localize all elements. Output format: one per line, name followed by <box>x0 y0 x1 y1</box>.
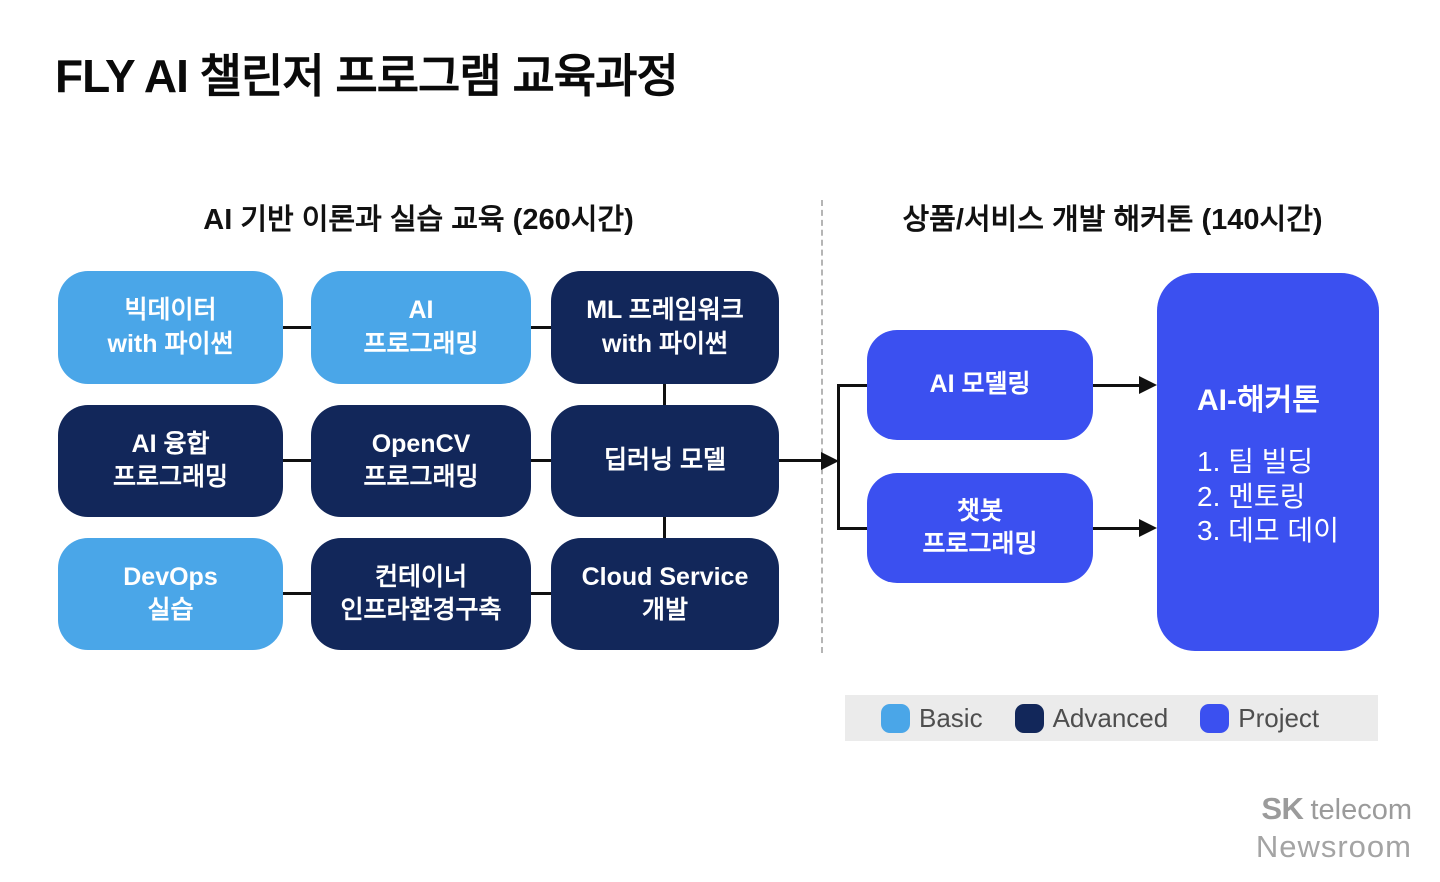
hackathon-step-team-building: 1. 팀 빌딩 <box>1197 445 1314 477</box>
box-label-line2: 프로그래밍 <box>922 530 1038 558</box>
connector-branch-to-chatbot <box>837 527 867 530</box>
box-bigdata-python: 빅데이터 with 파이썬 <box>58 271 283 384</box>
legend-label: Basic <box>919 702 983 733</box>
arrowhead-chatbot-icon <box>1139 519 1157 537</box>
box-ml-framework: ML 프레임워크 with 파이썬 <box>551 271 779 384</box>
box-label-line1: AI <box>408 296 434 324</box>
legend-item-advanced: Advanced <box>1014 702 1169 734</box>
connector-row3-a <box>283 592 311 595</box>
legend-swatch-project-icon <box>1200 703 1230 733</box>
box-opencv-programming: OpenCV 프로그래밍 <box>311 405 531 517</box>
box-ai-programming: AI 프로그래밍 <box>311 271 531 384</box>
legend-label: Project <box>1238 702 1320 733</box>
hackathon-step-mentoring: 2. 멘토링 <box>1197 480 1306 512</box>
curriculum-section-header: AI 기반 이론과 실습 교육 (260시간) <box>203 204 634 236</box>
connector-ai-modeling-to-hackathon <box>1093 384 1139 387</box>
legend-swatch-advanced-icon <box>1014 703 1044 733</box>
box-label-line1: AI 모델링 <box>929 370 1031 399</box>
arrowhead-ai-modeling-icon <box>1139 376 1157 394</box>
box-label-line1: ML 프레임워크 <box>586 296 744 324</box>
box-label-line1: 챗봇 <box>956 496 1003 525</box>
connector-row2-a <box>283 459 311 462</box>
connector-branch-bracket <box>837 384 840 530</box>
box-label-line2: 프로그래밍 <box>112 463 228 491</box>
box-label-line1: 컨테이너 <box>374 562 467 591</box>
connector-branch-to-ai-modeling <box>837 384 867 387</box>
box-label-line2: 인프라환경구축 <box>340 596 502 624</box>
box-label-line2: with 파이썬 <box>602 329 728 358</box>
legend-swatch-basic-icon <box>881 703 910 733</box>
box-deep-learning-model: 딥러닝 모델 <box>551 405 779 517</box>
box-label-line2: 프로그래밍 <box>363 463 479 491</box>
box-label-line1: 딥러닝 모델 <box>604 446 726 475</box>
connector-row1-a <box>283 326 311 329</box>
brand-telecom-text: telecom <box>1310 794 1412 826</box>
box-label-line1: OpenCV <box>371 429 471 458</box>
box-label-line1: Cloud Service <box>581 562 749 591</box>
box-cloud-service-dev: Cloud Service 개발 <box>551 538 779 650</box>
box-label-line1: DevOps <box>123 562 218 591</box>
brand-sk-text: SK <box>1261 791 1304 826</box>
connector-row1-b <box>531 326 551 329</box>
connector-row2-b <box>531 459 551 462</box>
hackathon-box-title: AI-해커톤 <box>1197 383 1320 417</box>
connector-deeplearning-to-hackathon <box>779 459 821 462</box>
page-title: FLY AI 챌린저 프로그램 교육과정 <box>55 50 679 102</box>
connector-deeplearning-to-cloud <box>663 517 666 538</box>
box-label-line2: 프로그래밍 <box>363 329 479 358</box>
connector-ml-to-deeplearning <box>663 384 666 405</box>
legend-item-project: Project <box>1200 703 1319 734</box>
box-ai-modeling: AI 모델링 <box>867 330 1093 440</box>
box-chatbot-programming: 챗봇 프로그래밍 <box>867 473 1093 583</box>
connector-row3-b <box>531 592 551 595</box>
hackathon-section-header: 상품/서비스 개발 해커톤 (140시간) <box>902 204 1323 236</box>
brand-newsroom-text: Newsroom <box>1255 828 1412 864</box>
box-label-line1: 빅데이터 <box>124 296 217 324</box>
box-devops-practice: DevOps 실습 <box>58 538 283 650</box>
connector-chatbot-to-hackathon <box>1093 527 1139 530</box>
box-label-line2: 실습 <box>147 596 194 624</box>
box-label-line2: 개발 <box>641 596 688 624</box>
legend-bar: Basic Advanced Project <box>845 695 1378 741</box>
box-label-line2: with 파이썬 <box>107 329 234 358</box>
box-ai-fusion-programming: AI 융합 프로그래밍 <box>58 405 283 517</box>
legend-item-basic: Basic <box>881 703 983 734</box>
arrowhead-deeplearning-icon <box>821 452 839 470</box>
box-ai-hackathon: AI-해커톤 1. 팀 빌딩 2. 멘토링 3. 데모 데이 <box>1157 273 1379 651</box>
hackathon-step-demo-day: 3. 데모 데이 <box>1197 515 1339 547</box>
box-label-line1: AI 융합 <box>131 429 210 458</box>
box-container-infra: 컨테이너 인프라환경구축 <box>311 538 531 650</box>
legend-label: Advanced <box>1052 702 1169 733</box>
section-divider <box>821 200 823 653</box>
